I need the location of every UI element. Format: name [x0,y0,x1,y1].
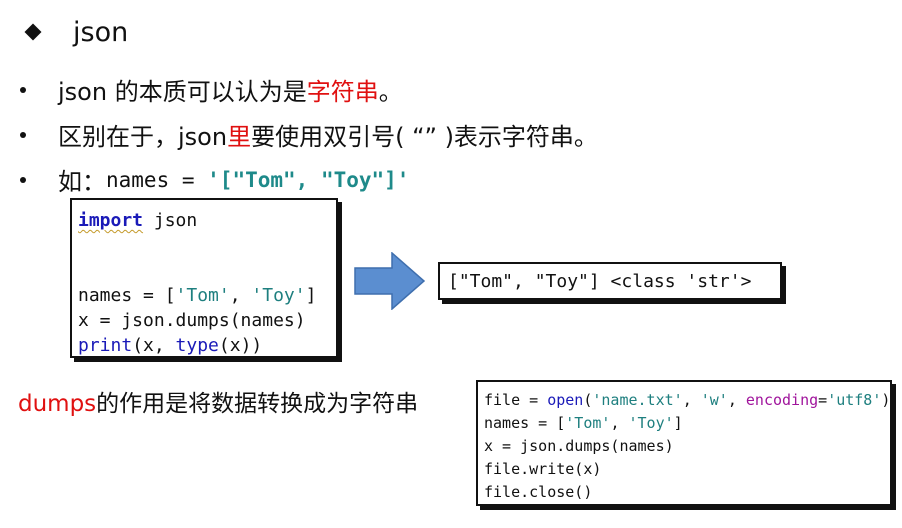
code-blank-line [78,258,336,283]
code-text: , [229,285,252,306]
bullet-3-prefix: 如： [58,168,106,196]
right-arrow-icon [354,252,426,310]
code-text: file = [484,391,548,409]
code-snippet-file-write: file = open('name.txt', 'w', encoding='u… [476,380,892,506]
code-kwarg: encoding [745,391,819,409]
bullet-item-2: 区别在于，json 里要使用双引号( “” )表示字符串。 [20,117,598,152]
code-string: 'name.txt' [592,391,683,409]
dot-bullet-icon [20,176,26,183]
code-text: ( [583,391,593,409]
code-text: (x)) [218,335,263,356]
code-line: file.close() [484,483,593,501]
code-string: 'Tom' [565,414,611,432]
bullet-item-3: 如：names = '["Tom", "Toy"]' [20,162,409,197]
code-text: = [818,391,828,409]
code-builtin: print [78,335,133,356]
bullet-1-prefix: json 的本质可以认为是 [58,78,307,106]
code-keyword: import [78,210,144,231]
code-line: print(x, type(x)) [78,333,336,358]
code-builtin: open [547,391,584,409]
code-string: 'utf8' [827,391,882,409]
code-line: file = open('name.txt', 'w', encoding='u… [484,389,890,412]
code-text: ) [881,391,891,409]
bullet-2-suffix: 要使用双引号( “” )表示字符串。 [251,123,598,151]
dumps-caption: dumps的作用是将数据转换成为字符串 [18,384,418,418]
code-line: file.write(x) [484,460,602,478]
code-line: names = ['Tom', 'Toy'] [484,412,890,435]
code-line: x = json.dumps(names) [78,310,306,331]
code-string: 'Tom' [175,285,230,306]
code-blank-line [78,233,336,258]
bullet-3-code: names = [106,167,208,192]
bullet-2-highlight: 里 [227,123,252,151]
bullet-1-highlight: 字符串 [306,78,379,106]
code-text: names = [ [78,285,176,306]
code-text: , [727,391,746,409]
bullet-2-prefix: 区别在于，json [58,123,228,151]
code-string: 'Toy' [628,414,674,432]
bullet-item-1: json 的本质可以认为是字符串。 [20,72,403,107]
dot-bullet-icon [20,86,26,93]
code-line: names = ['Tom', 'Toy'] [78,283,336,308]
code-text: , [610,414,629,432]
heading-title: json [73,16,129,48]
code-string: 'w' [700,391,728,409]
bullet-1-suffix: 。 [378,78,403,106]
code-text: ] [305,285,317,306]
code-text: ] [673,414,683,432]
code-builtin: type [175,335,219,356]
caption-highlight: dumps [18,391,97,417]
code-line: import json [78,208,336,233]
slide-heading: json [22,14,128,50]
code-line: x = json.dumps(names) [484,437,674,455]
diamond-bullet-icon [24,23,42,41]
bullet-3-literal: '["Tom", "Toy"]' [207,167,410,192]
code-string: 'Toy' [251,285,306,306]
output-result-box: ["Tom", "Toy"] <class 'str'> [438,262,782,300]
caption-text: 的作用是将数据转换成为字符串 [96,391,419,417]
code-text: (x, [132,335,176,356]
code-snippet-dumps: import json names = ['Tom', 'Toy'] x = j… [70,198,338,358]
code-text: json [143,210,198,231]
code-text: names = [ [484,414,566,432]
dot-bullet-icon [20,131,26,138]
code-text: , [682,391,701,409]
